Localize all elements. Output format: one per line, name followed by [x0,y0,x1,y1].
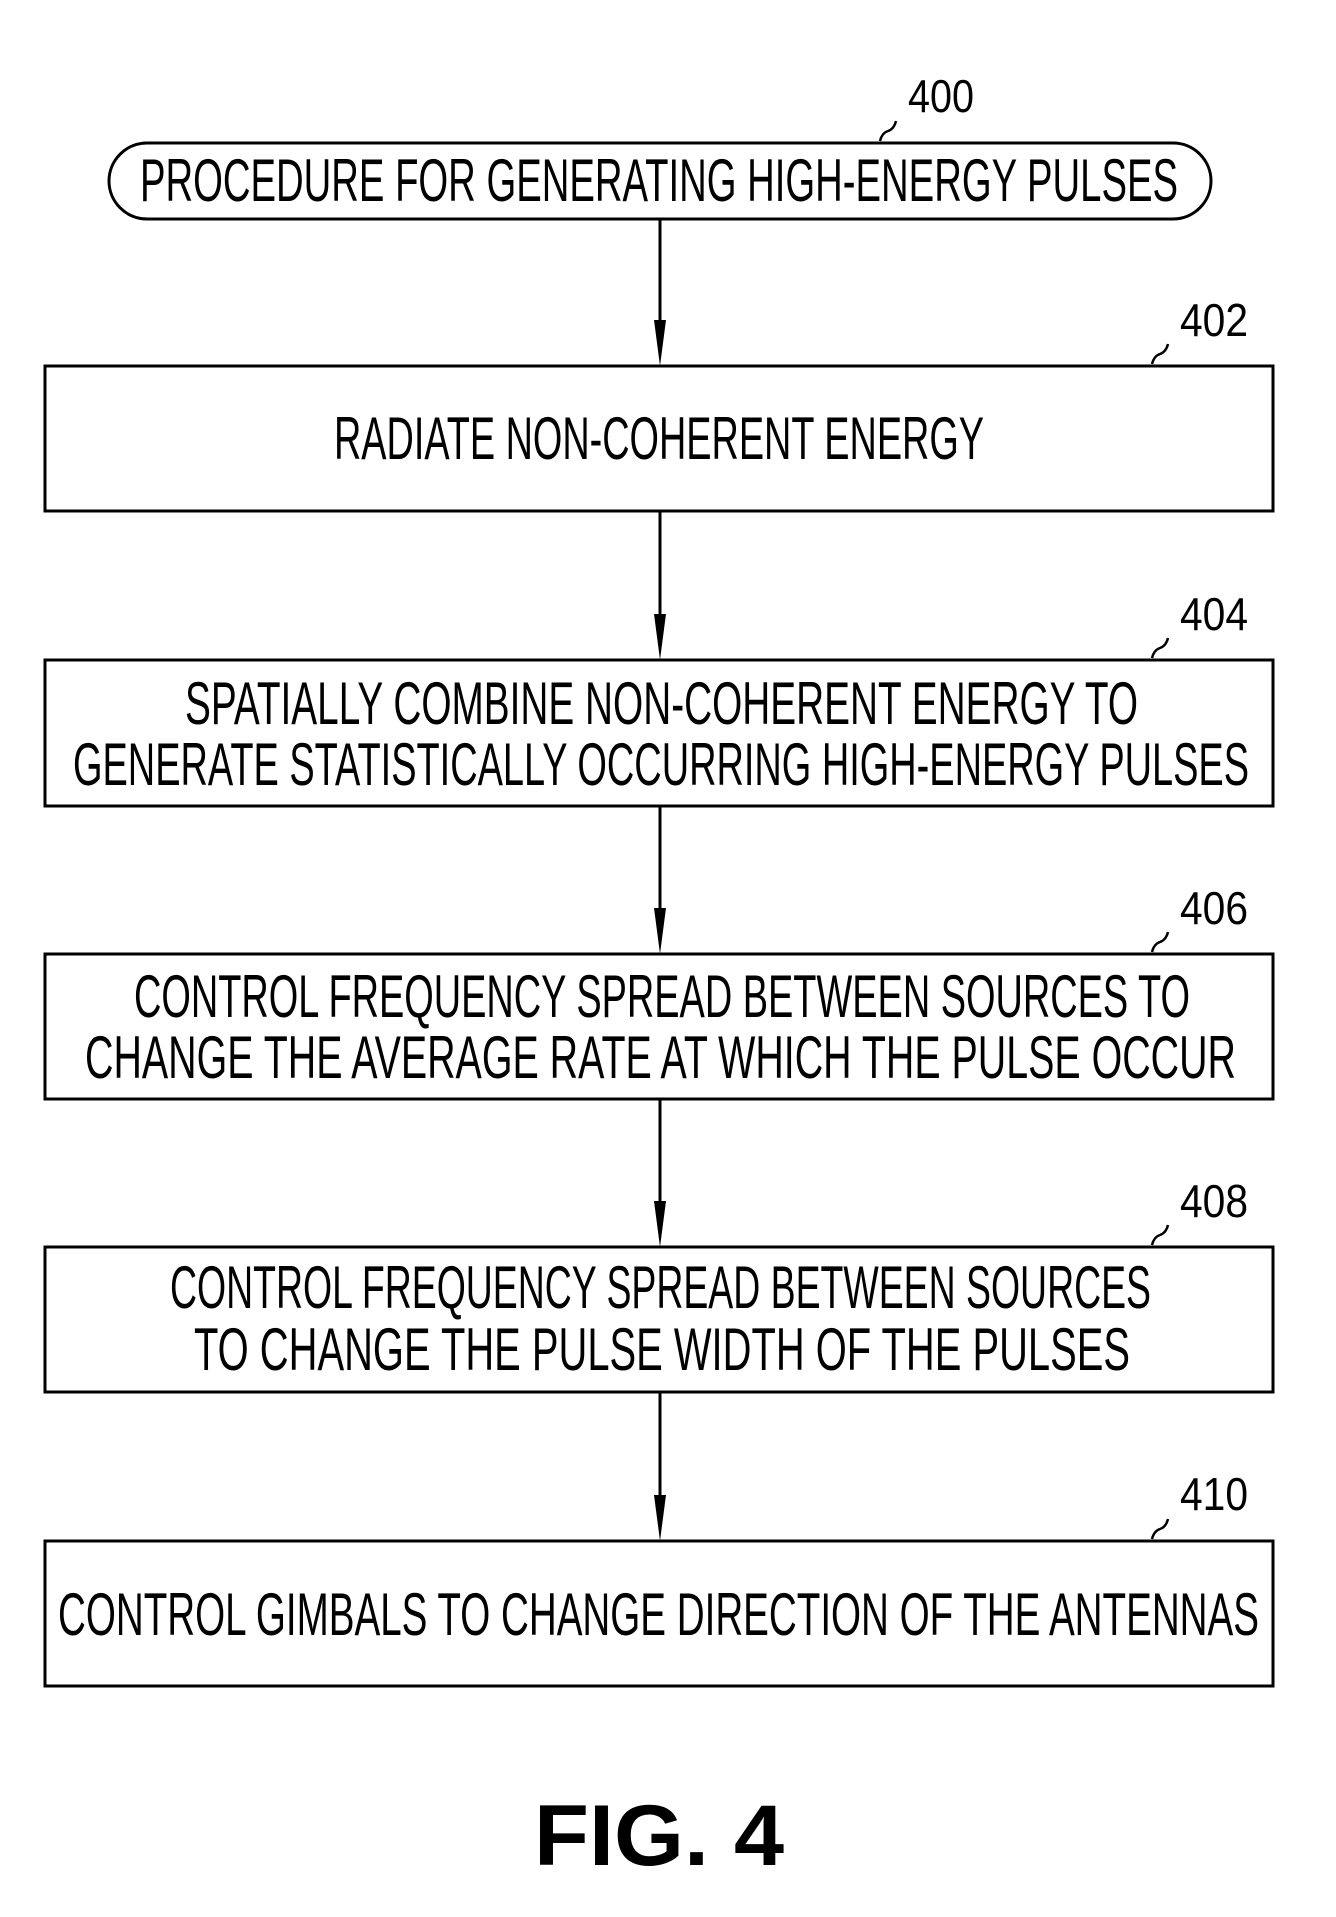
step-text: TO CHANGE THE PULSE WIDTH OF THE PULSES [194,1316,1130,1383]
leader-line [878,120,898,142]
process-box [43,952,1275,1101]
step-text: CONTROL FREQUENCY SPREAD BETWEEN SOURCES [170,1254,1151,1321]
arrow-400-to-402 [654,219,666,366]
process-box [43,1539,1275,1688]
process-box [43,1245,1275,1394]
reference-numeral: 406 [1180,882,1248,934]
step-text: SPATIALLY COMBINE NON-COHERENT ENERGY TO [185,670,1138,737]
step-text: CONTROL FREQUENCY SPREAD BETWEEN SOURCES… [134,963,1190,1030]
reference-numeral: 400 [908,70,974,122]
terminator-text: PROCEDURE FOR GENERATING HIGH-ENERGY PUL… [140,147,1178,214]
reference-numeral: 408 [1180,1175,1248,1227]
arrow-408-to-410 [654,1392,666,1541]
step-402: RADIATE NON-COHERENT ENERGY 402 [43,294,1275,513]
process-box [43,658,1275,808]
step-text: CHANGE THE AVERAGE RATE AT WHICH THE PUL… [85,1024,1236,1091]
step-404: SPATIALLY COMBINE NON-COHERENT ENERGY TO… [43,588,1275,808]
figure-label: FIG. 4 [534,1788,784,1884]
arrow-404-to-406 [654,806,666,954]
step-408: CONTROL FREQUENCY SPREAD BETWEEN SOURCES… [43,1175,1275,1394]
leader-line [1150,343,1170,365]
arrow-406-to-408 [654,1099,666,1247]
reference-numeral: 404 [1180,588,1248,640]
step-text: CONTROL GIMBALS TO CHANGE DIRECTION OF T… [58,1581,1259,1648]
step-text: GENERATE STATISTICALLY OCCURRING HIGH-EN… [73,731,1249,798]
leader-line [1150,1224,1170,1246]
flow-arrows [654,219,666,1541]
step-406: CONTROL FREQUENCY SPREAD BETWEEN SOURCES… [43,882,1275,1101]
step-text: RADIATE NON-COHERENT ENERGY [334,405,984,472]
reference-numeral: 410 [1180,1468,1248,1520]
start-terminator: PROCEDURE FOR GENERATING HIGH-ENERGY PUL… [107,70,1213,221]
leader-line [1150,637,1170,659]
step-410: CONTROL GIMBALS TO CHANGE DIRECTION OF T… [43,1468,1275,1688]
arrow-402-to-404 [654,511,666,660]
reference-numeral: 402 [1180,294,1248,346]
leader-line [1150,931,1170,953]
leader-line [1150,1518,1170,1540]
process-box [43,364,1275,513]
